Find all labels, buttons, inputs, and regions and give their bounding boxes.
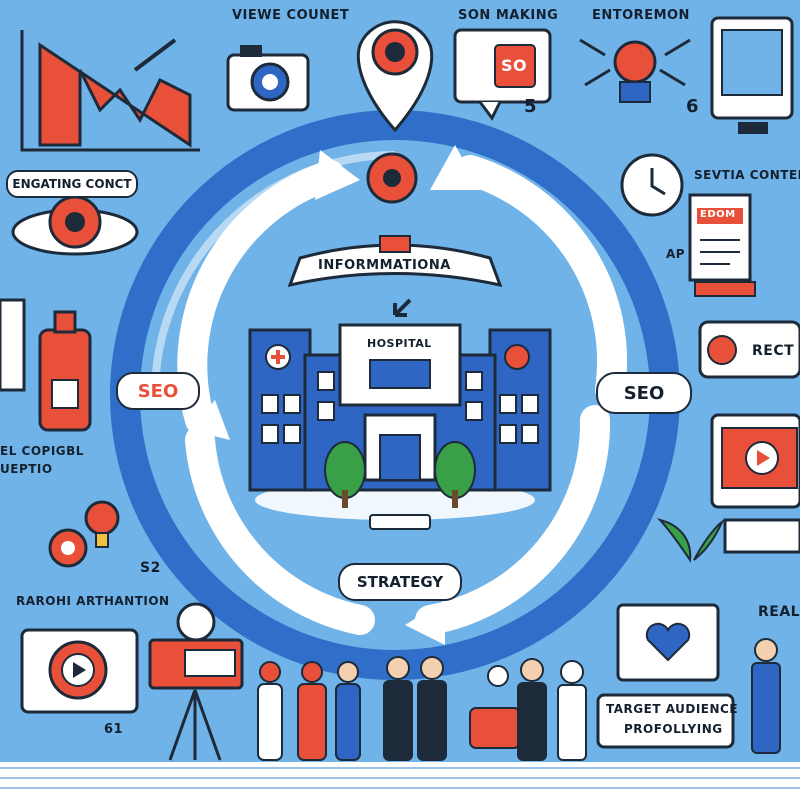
cycle-arrow-head-bottom [405, 600, 445, 645]
target-audience-title: TARGET AUDIENCE [606, 702, 739, 716]
label-son-making: SON MAKING [458, 8, 559, 23]
document-icon [0, 298, 26, 392]
tree-left [324, 441, 366, 508]
label-edom: EDOM [700, 209, 736, 220]
robot-icon [579, 38, 691, 103]
lightbulb-icon [84, 500, 120, 548]
label-viewe-counet: VIEWE COUNET [232, 8, 350, 23]
label-el-copigbl: EL COPIGBL [0, 444, 84, 458]
label-s2: S2 [140, 560, 161, 576]
camera-icon [226, 45, 310, 112]
target-icon [48, 528, 88, 568]
film-reel-icon [11, 195, 139, 256]
label-number-5: 5 [524, 96, 538, 117]
label-rarohi-arthantion: RAROHI ARTHANTION [16, 594, 170, 608]
label-ap: AP [666, 247, 686, 261]
target-audience-subtitle: PROFOLLYING [624, 722, 723, 736]
hospital-sign: HOSPITAL [367, 337, 432, 350]
cycle-arrow-head-top-right [430, 145, 480, 190]
clock-icon [620, 153, 684, 217]
computer-monitor-icon [710, 16, 794, 134]
seo-right-badge: SEO [596, 372, 692, 414]
hospital-building [248, 298, 552, 530]
seo-left-badge: SEO [116, 372, 200, 410]
video-player-icon [20, 628, 139, 714]
map-pin-icon [356, 20, 434, 133]
bottle-icon [38, 310, 92, 432]
line-chart-icon [20, 30, 200, 152]
plant-icon [656, 518, 725, 563]
chat-bubble-icon [453, 28, 552, 121]
label-entoremon: ENTOREMON [592, 8, 690, 23]
projector-icon [148, 602, 244, 761]
bottom-stripe [0, 762, 800, 800]
label-number-61: 61 [104, 722, 124, 737]
label-rect: RECT [752, 343, 795, 359]
label-ueptio: UEPTIO [0, 462, 53, 476]
report-document-icon [688, 193, 756, 297]
megaphone-bubble-icon [698, 320, 800, 379]
cycle-arrow-head-left [190, 400, 230, 440]
heart-screen-icon [616, 603, 720, 682]
target-audience-sign [596, 693, 735, 749]
gear-icon [366, 152, 418, 204]
audience-people [257, 638, 781, 761]
video-monitor-icon [710, 413, 800, 554]
label-number-6: 6 [686, 96, 700, 117]
label-so-badge: SO [501, 56, 528, 75]
strategy-badge: STRATEGY [338, 563, 462, 601]
label-real: REAL [758, 604, 800, 620]
label-sevtia-content: SEVTIA CONTEN [694, 168, 800, 182]
information-banner-label: INFORMMATIONA [318, 258, 451, 273]
information-banner [287, 235, 503, 288]
label-engaging-content: ENGATING CONCT [6, 170, 138, 198]
tree-right [434, 441, 476, 508]
